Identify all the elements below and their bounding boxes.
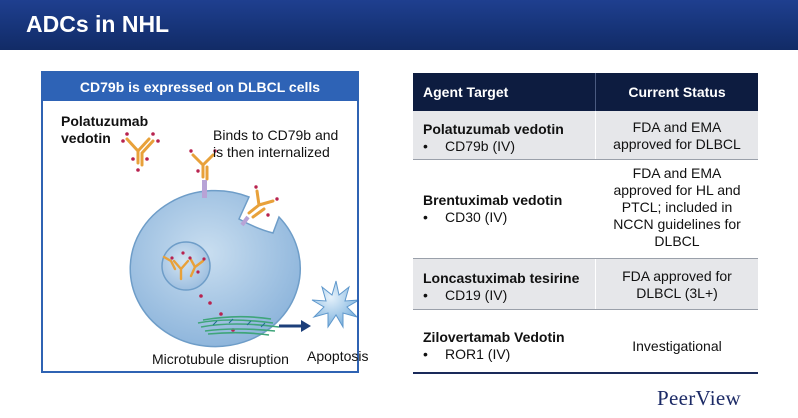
row-divider — [413, 159, 758, 160]
microtubule-label: Microtubule disruption — [152, 351, 289, 367]
surface-adc-antibody — [247, 189, 275, 219]
panel-title: CD79b is expressed on DLBCL cells — [43, 73, 357, 101]
column-divider — [595, 111, 596, 159]
agent-status: FDA and EMA approved for HL and PTCL; in… — [613, 165, 741, 249]
agent-target: •CD30 (IV) — [423, 209, 508, 225]
table-row: Polatuzumab vedotin •CD79b (IV) FDA and … — [413, 111, 758, 159]
agent-name: Polatuzumab vedotin — [423, 121, 564, 137]
agent-target: •ROR1 (IV) — [423, 346, 511, 362]
column-header-agent-target: Agent Target — [423, 84, 509, 100]
apoptosis-arrow — [279, 320, 311, 332]
endosome — [161, 241, 211, 291]
binding-label: Binds to CD79b and is then internalized — [213, 127, 339, 160]
agent-target: •CD79b (IV) — [423, 138, 516, 154]
agent-name: Loncastuximab tesirine — [423, 270, 580, 286]
table-row: Loncastuximab tesirine •CD19 (IV) FDA ap… — [413, 259, 758, 309]
microtubule-accents — [212, 318, 266, 328]
apoptosis-label: Apoptosis — [307, 348, 369, 364]
agent-target: •CD19 (IV) — [423, 287, 508, 303]
agent-status: Investigational — [632, 338, 722, 354]
cd79b-receptor — [202, 180, 207, 198]
column-divider — [595, 259, 596, 309]
mechanism-illustration: Polatuzumab vedotin Binds to CD79b and i… — [43, 101, 368, 371]
microtubules — [197, 315, 280, 336]
surface-adc-payload — [254, 185, 279, 217]
slide-title: ADCs in NHL — [26, 11, 170, 37]
bound-adc-payload — [189, 149, 217, 173]
agent-status: FDA and EMA approved for DLBCL — [613, 119, 741, 152]
mechanism-panel: CD79b is expressed on DLBCL cells — [41, 71, 368, 373]
peerview-logo: PeerView — [657, 386, 741, 410]
bound-adc-antibody — [191, 153, 215, 181]
free-adc-payload — [121, 132, 160, 172]
internalized-antibodies — [162, 255, 205, 281]
header-divider — [595, 73, 596, 111]
adc-table: Agent Target Current Status Polatuzumab … — [413, 73, 758, 374]
row-divider — [413, 309, 758, 310]
agent-name: Zilovertamab Vedotin — [423, 329, 565, 345]
free-adc-antibody — [125, 137, 155, 167]
internalized-payload — [170, 251, 206, 274]
apoptotic-cell — [311, 280, 360, 329]
row-divider — [413, 258, 758, 259]
surface-receptor — [240, 215, 250, 227]
title-bar: ADCs in NHL — [0, 0, 798, 50]
table-header: Agent Target Current Status — [413, 73, 758, 111]
table-row: Brentuximab vedotin •CD30 (IV) FDA and E… — [413, 160, 758, 258]
column-header-current-status: Current Status — [628, 84, 726, 100]
drug-label-polatuzumab: Polatuzumab vedotin — [61, 113, 149, 146]
dlbcl-cell — [129, 189, 301, 348]
table-row: Zilovertamab Vedotin •ROR1 (IV) Investig… — [413, 310, 758, 372]
agent-name: Brentuximab vedotin — [423, 192, 563, 208]
adc-mechanism-illustration — [121, 132, 360, 348]
agent-status: FDA approved for DLBCL (3L+) — [622, 268, 732, 301]
